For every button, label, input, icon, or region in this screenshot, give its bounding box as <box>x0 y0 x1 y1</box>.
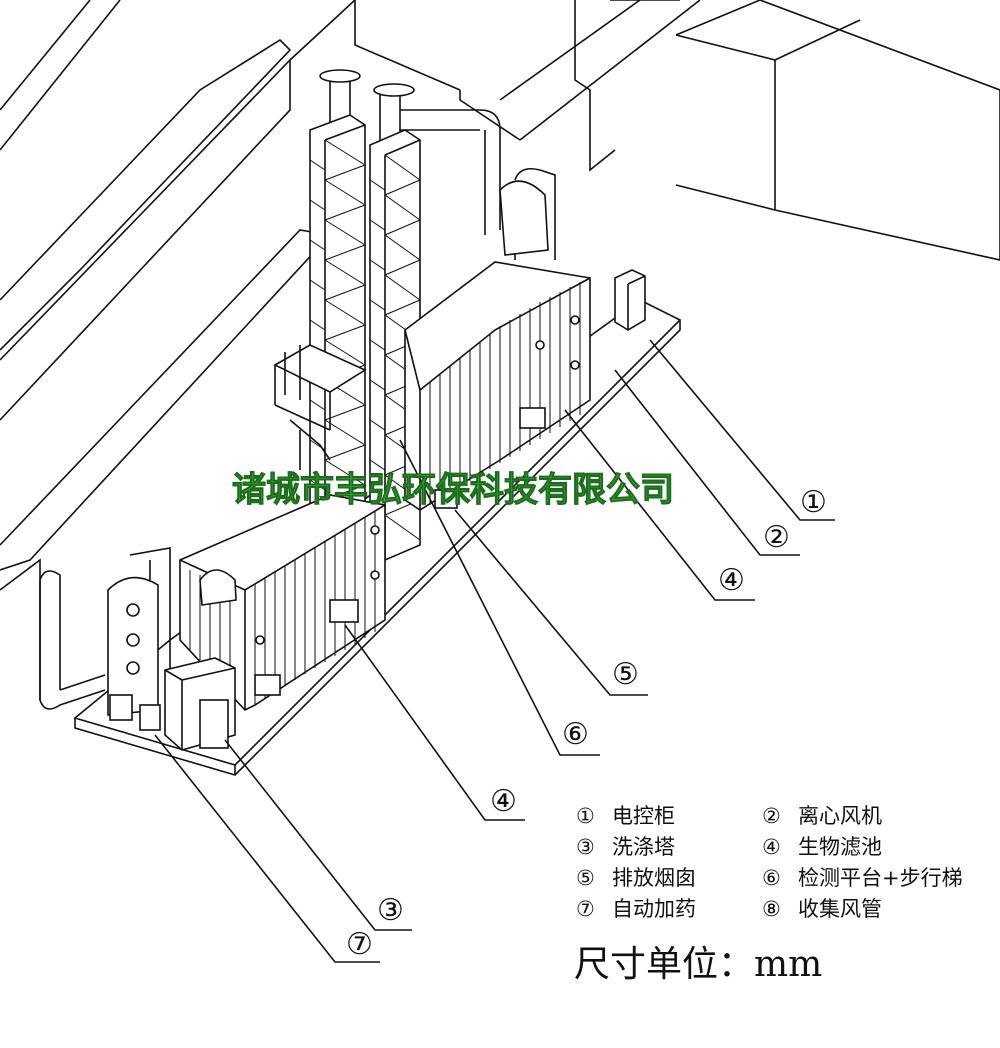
callout-2: ② <box>763 520 790 555</box>
centrifugal-fan-1 <box>199 569 237 606</box>
biofilter-2 <box>404 261 591 511</box>
callout-4-lower: ④ <box>490 784 517 819</box>
centrifugal-fan-2 <box>499 180 549 256</box>
callout-5: ⑤ <box>612 657 639 692</box>
chimney-cap <box>373 83 415 97</box>
electric-control-cabinet <box>614 269 646 331</box>
stack-lattice-tower <box>309 114 366 556</box>
pump-box <box>434 489 458 509</box>
auto-dosing-unit <box>109 694 161 731</box>
pump-box <box>519 407 546 429</box>
chimney-cap <box>319 69 361 83</box>
biofilter-1 <box>179 494 386 711</box>
background-buildings <box>0 0 1000 700</box>
pump-box <box>329 599 359 623</box>
units-note: 尺寸单位：mm <box>574 944 823 985</box>
callout-7: ⑦ <box>346 927 373 962</box>
control-cabinet-small <box>199 699 229 749</box>
callout-3: ③ <box>377 893 404 928</box>
callout-6: ⑥ <box>562 717 589 752</box>
pump-box <box>254 674 281 696</box>
company-watermark: 诸城市丰弘环保科技有限公司 <box>232 470 675 511</box>
callout-4-upper: ④ <box>718 563 745 598</box>
callout-1: ① <box>800 485 827 520</box>
leader-lines <box>154 339 835 963</box>
inspection-platform <box>273 344 367 470</box>
scrubber-tower <box>107 576 159 716</box>
